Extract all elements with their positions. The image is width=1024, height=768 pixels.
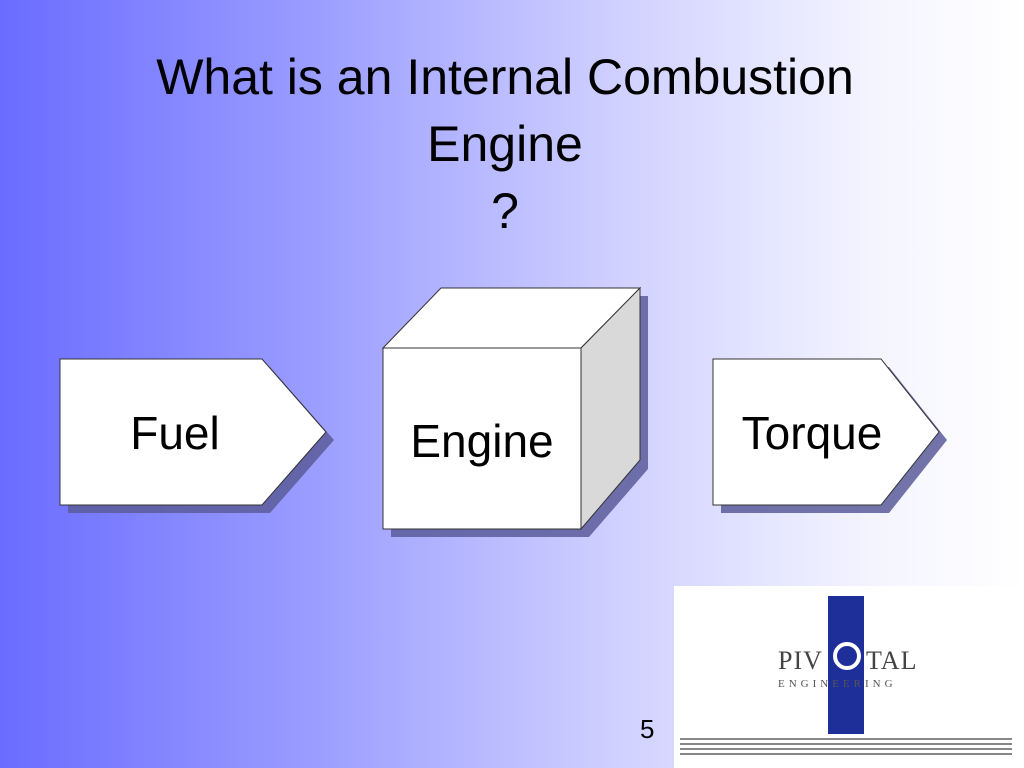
torque-arrow-shape: [712, 358, 940, 506]
engine-label: Engine: [410, 415, 554, 467]
logo-text-left: PIV: [778, 646, 823, 675]
title-line-1: What is an Internal Combustion: [156, 49, 854, 105]
engine-cube-front: [382, 347, 582, 530]
fuel-label: Fuel: [130, 407, 220, 459]
slide-title: What is an Internal Combustion Engine ?: [0, 44, 1010, 245]
logo-text-right: TAL: [866, 646, 918, 675]
page-number: 5: [640, 714, 655, 744]
logo-subtitle: ENGINEERING: [778, 678, 897, 690]
company-logo: PIV TAL ENGINEERING: [674, 586, 1020, 768]
torque-label: Torque: [741, 407, 883, 459]
title-line-3: ?: [491, 183, 519, 239]
logo-o-icon: [833, 642, 861, 670]
fuel-arrow-shape: [59, 358, 327, 506]
title-line-2: Engine: [427, 116, 583, 172]
logo-lines: [680, 738, 1012, 762]
